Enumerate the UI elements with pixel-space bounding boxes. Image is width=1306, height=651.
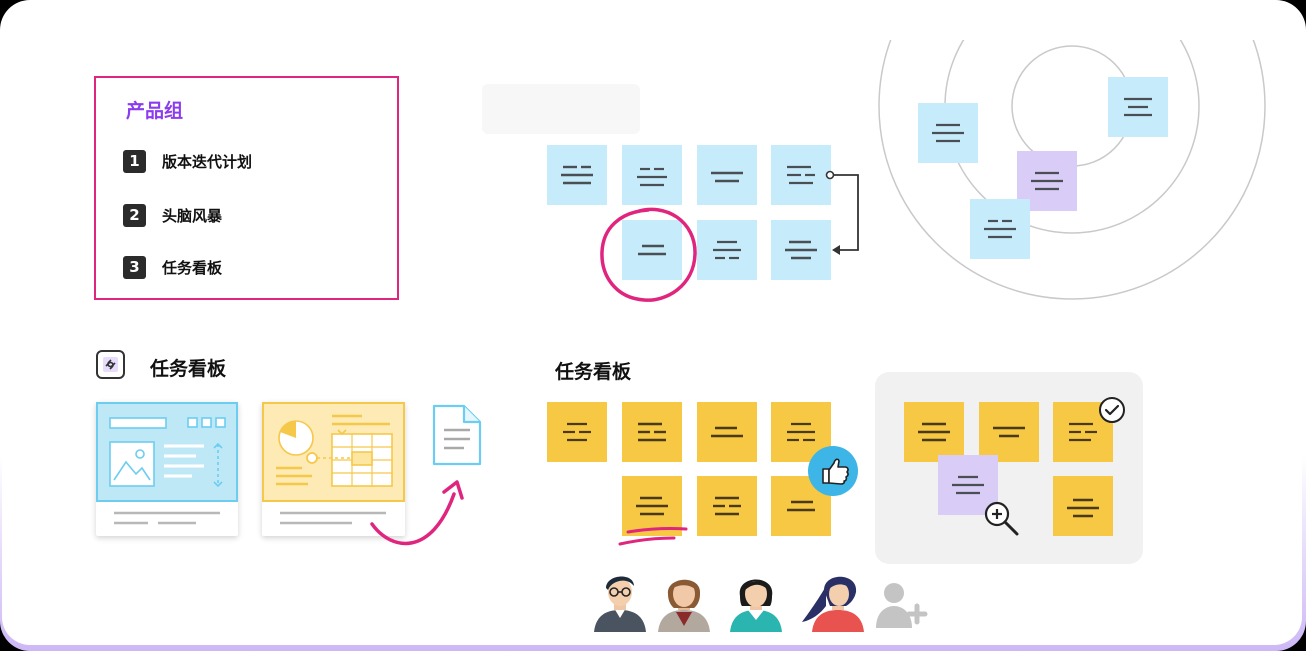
agenda-item-2[interactable]: 2 头脑风暴 [123,202,222,228]
user-avatar-2[interactable] [654,570,714,632]
sticky-note[interactable] [697,476,757,536]
sticky-note[interactable] [622,476,682,536]
agenda-number-2: 2 [123,203,146,227]
zoom-in-icon[interactable] [982,499,1022,539]
sticky-note[interactable] [1053,476,1113,536]
sticky-note[interactable] [771,220,831,280]
sticky-note[interactable] [1108,77,1168,137]
sticky-note[interactable] [622,402,682,462]
agenda-label-1: 版本迭代计划 [162,152,253,171]
connector-arrow[interactable] [822,167,868,267]
user-avatar-3[interactable] [726,570,786,632]
circle-annotation[interactable] [596,202,702,306]
sticky-note[interactable] [697,145,757,205]
thumbs-up-icon[interactable] [808,446,858,496]
document-icon[interactable] [430,402,484,468]
agenda-number-1: 1 [123,149,146,173]
underline-annotation[interactable] [616,526,696,550]
agenda-item-3[interactable]: 3 任务看板 [123,254,222,280]
board-card[interactable] [262,402,405,536]
flow-arrow [370,480,464,546]
sticky-note[interactable] [622,145,682,205]
sticky-note[interactable] [938,455,998,515]
circle-mask [862,2,1282,40]
add-user-icon[interactable] [874,578,930,632]
sticky-note[interactable] [697,220,757,280]
sticky-note[interactable] [979,402,1039,462]
sticky-note[interactable] [918,103,978,163]
user-avatar-1[interactable] [590,570,650,632]
agenda-label-3: 任务看板 [162,258,223,277]
section-title-kanban-middle: 任务看板 [555,361,632,383]
agenda-panel[interactable]: 产品组 1 版本迭代计划 2 头脑风暴 3 任务看板 [94,76,399,300]
board-card[interactable] [96,402,238,536]
agenda-label-2: 头脑风暴 [162,206,223,225]
agenda-number-3: 3 [123,255,146,279]
sticky-note[interactable] [970,199,1030,259]
section-title-kanban-left: 任务看板 [150,358,227,380]
sticky-note[interactable] [622,220,682,280]
sticky-note[interactable] [547,145,607,205]
sticky-note[interactable] [904,402,964,462]
link-icon[interactable] [96,350,125,379]
agenda-item-1[interactable]: 1 版本迭代计划 [123,148,252,174]
check-circle-icon[interactable] [1097,395,1127,425]
placeholder-shadow [482,84,640,134]
sticky-note[interactable] [697,402,757,462]
agenda-title: 产品组 [126,100,184,122]
sticky-note[interactable] [547,402,607,462]
user-avatar-4[interactable] [798,570,868,632]
sticky-note[interactable] [771,145,831,205]
